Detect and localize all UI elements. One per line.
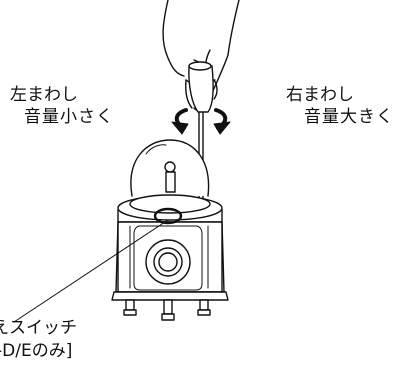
device-base bbox=[111, 291, 229, 321]
glass-dome bbox=[130, 139, 210, 197]
right-turn-label: 右まわし bbox=[286, 85, 354, 105]
rotation-arrows-icon bbox=[171, 108, 231, 135]
volume-up-label: 音量大きく bbox=[304, 107, 394, 127]
device-body bbox=[115, 194, 225, 293]
left-turn-label: 左まわし bbox=[10, 85, 78, 105]
volume-switch[interactable] bbox=[153, 207, 183, 225]
switch-label: えスイッチ bbox=[0, 318, 77, 338]
volume-down-label: 音量小さく bbox=[24, 107, 114, 127]
model-note-label: -D/Eのみ] bbox=[0, 341, 73, 361]
speaker-grille bbox=[145, 239, 191, 285]
switch-leader-line bbox=[13, 219, 169, 323]
